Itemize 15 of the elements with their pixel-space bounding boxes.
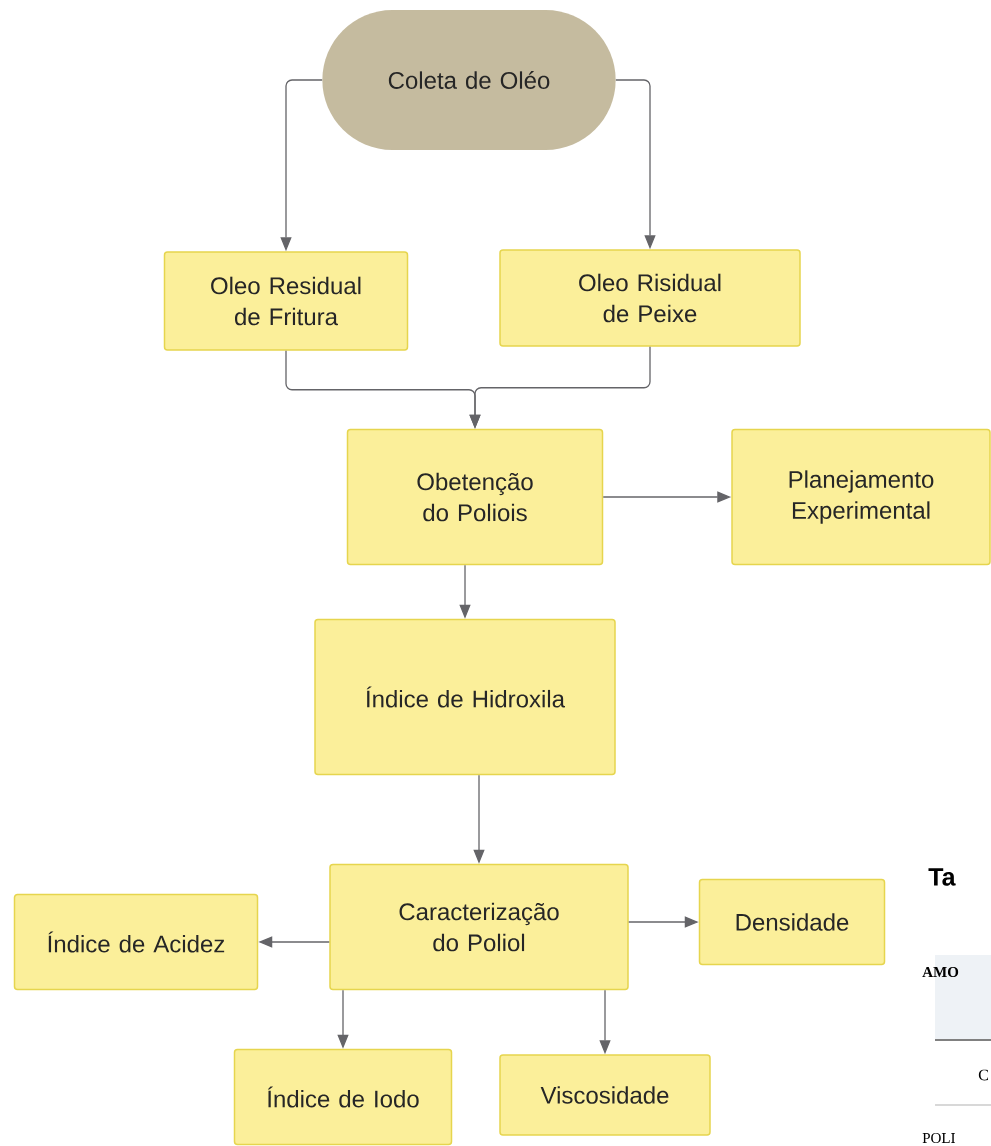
- process-box: Densidade: [698, 878, 886, 966]
- process-box: Índice de Iodo: [233, 1048, 453, 1146]
- table-title: Ta: [928, 868, 956, 886]
- table-cell: POLI: [922, 1133, 955, 1144]
- process-box: Índice de Hidroxila: [314, 618, 616, 776]
- process-box: Caracterização do Poliol: [329, 863, 629, 991]
- process-box: Planejamento Experimental: [731, 428, 991, 566]
- start-terminal: Coleta de Oléo: [322, 10, 616, 150]
- process-box: Oleo Residual de Fritura: [163, 251, 409, 351]
- table-cell: C: [978, 1069, 988, 1081]
- table-cell: AMO: [922, 967, 959, 978]
- process-box: Viscosidade: [499, 1054, 711, 1136]
- process-box: Índice de Acidez: [13, 893, 259, 991]
- process-box: Obetenção do Poliois: [346, 428, 604, 566]
- process-box: Oleo Risidual de Peixe: [499, 249, 801, 347]
